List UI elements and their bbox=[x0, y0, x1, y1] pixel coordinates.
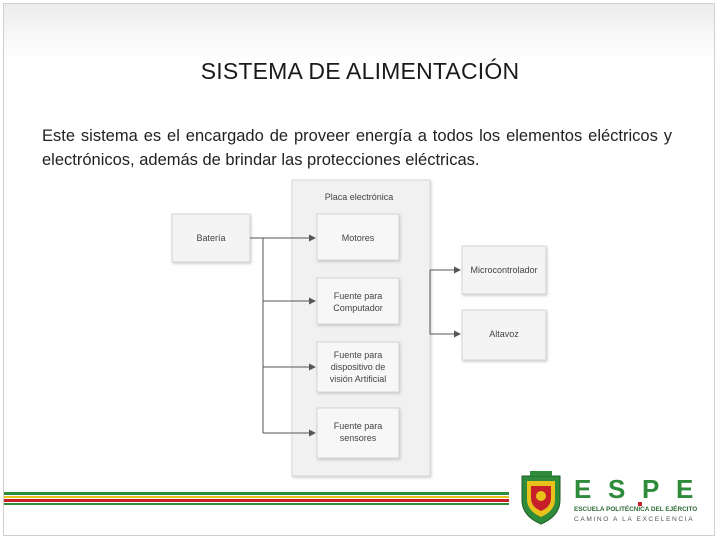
speaker-label: Altavoz bbox=[489, 329, 519, 339]
slide-title: SISTEMA DE ALIMENTACIÓN bbox=[200, 58, 520, 84]
computer-source-line-1: Fuente para bbox=[334, 291, 383, 301]
espe-letter-e1: E bbox=[574, 474, 591, 504]
vision-power-source-box: Fuente para dispositivo de visión Artifi… bbox=[316, 341, 400, 393]
espe-letter-e2: E bbox=[676, 474, 693, 504]
espe-name-line: ESCUELA POLITÉCNICA DEL EJÉRCITO bbox=[574, 504, 697, 513]
computer-source-line-2: Computador bbox=[333, 303, 383, 313]
espe-motto-line: CAMINO A LA EXCELENCIA bbox=[574, 516, 694, 523]
sensor-power-source-box: Fuente para sensores bbox=[316, 407, 400, 459]
espe-letter-s: S bbox=[608, 474, 625, 504]
espe-letters: E S P E bbox=[574, 474, 693, 506]
battery-box: Batería bbox=[171, 213, 251, 263]
espe-letter-p: P bbox=[642, 474, 659, 504]
battery-label: Batería bbox=[196, 233, 225, 243]
battery-connections bbox=[250, 234, 316, 437]
vision-source-line-2: dispositivo de bbox=[331, 362, 386, 372]
board-to-peripherals-connections bbox=[429, 266, 461, 338]
vision-source-line-1: Fuente para bbox=[334, 350, 383, 360]
microcontroller-box: Microcontrolador bbox=[461, 245, 547, 295]
sensor-source-line-2: sensores bbox=[340, 433, 377, 443]
sensor-source-line-1: Fuente para bbox=[334, 421, 383, 431]
espe-logo: E S P E ESCUELA POLITÉCNICA DEL EJÉRCITO… bbox=[516, 466, 716, 528]
power-system-diagram: Placa electrónica Batería Motores Fuente… bbox=[171, 179, 547, 477]
motors-box: Motores bbox=[316, 213, 400, 261]
slide-body-text: Este sistema es el encargado de proveer … bbox=[42, 127, 672, 169]
vision-source-line-3: visión Artificial bbox=[330, 374, 387, 384]
speaker-box: Altavoz bbox=[461, 309, 547, 361]
motors-label: Motores bbox=[342, 233, 375, 243]
microcontroller-label: Microcontrolador bbox=[470, 265, 537, 275]
espe-crest-icon bbox=[521, 471, 561, 525]
board-title-label: Placa electrónica bbox=[325, 192, 394, 202]
computer-power-source-box: Fuente para Computador bbox=[316, 277, 400, 325]
footer-color-stripes bbox=[4, 492, 509, 505]
